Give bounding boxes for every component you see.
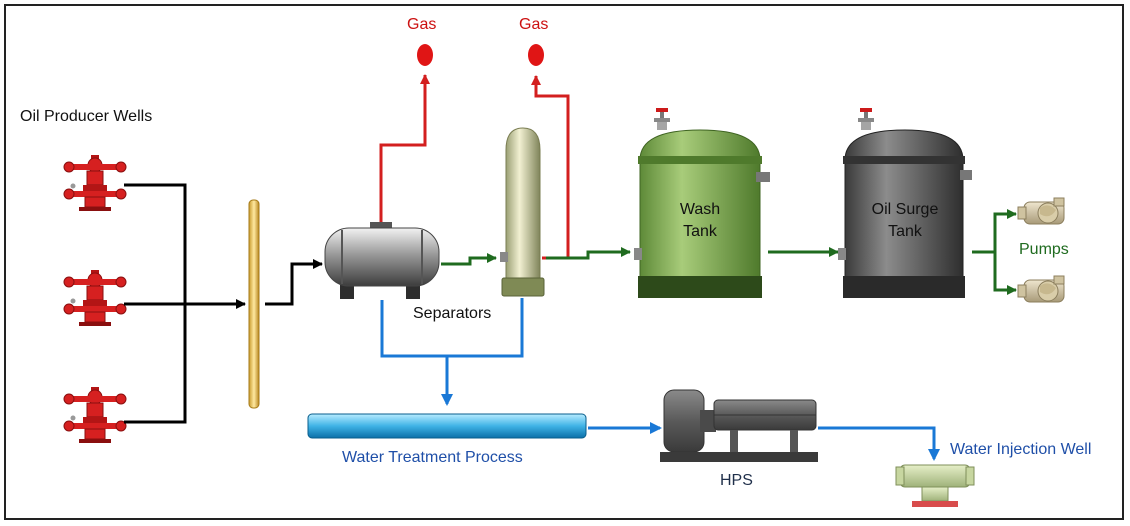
oil-producer-well-2 (63, 269, 127, 327)
hps-label: HPS (720, 472, 753, 489)
water-treatment-process-label: Water Treatment Process (342, 449, 523, 466)
oil-surge-tank-label-line1: Oil Surge (871, 201, 939, 218)
pump-icon (1017, 197, 1065, 225)
wash-tank-icon (634, 108, 770, 298)
pumps-label: Pumps (1019, 241, 1069, 258)
oil-line-separator-to-vertical (441, 253, 497, 266)
hps-pump-icon (660, 389, 818, 462)
gas-flare-icon (528, 44, 544, 66)
water-lines (380, 298, 940, 461)
oil-producer-well-3 (63, 386, 127, 444)
injection-wellhead-icon (895, 464, 975, 507)
oil-line-to-wash-tank (546, 247, 631, 260)
manifold-to-separator-line (265, 259, 323, 306)
gas-flare-icon (417, 44, 433, 66)
wellhead-icon (63, 154, 127, 212)
separators-label: Separators (413, 305, 492, 322)
pump-icon (1017, 275, 1065, 303)
valve-icon (858, 108, 874, 130)
wash-tank-label-line1: Wash (679, 201, 721, 218)
oil-producer-wells-label: Oil Producer Wells (20, 108, 153, 125)
hps-to-injection-line (818, 426, 940, 461)
gas-line-1 (379, 74, 430, 222)
oil-lines-to-pumps (972, 209, 1017, 295)
manifold-icon (248, 199, 260, 409)
water-injection-well-label: Water Injection Well (950, 441, 1092, 458)
wellhead-icon (63, 269, 127, 327)
vertical-separator-icon (500, 127, 545, 297)
water-collector-line (380, 298, 524, 358)
gas-label-2: Gas (519, 16, 549, 33)
oil-surge-tank-icon (838, 108, 972, 298)
diagram-frame (4, 4, 1124, 520)
feed-lines (124, 183, 246, 424)
water-treatment-pipe-icon (307, 413, 587, 439)
oil-surge-tank-label-line2: Tank (888, 223, 922, 240)
valve-icon (654, 108, 670, 130)
wellhead-icon (63, 386, 127, 444)
oil-producer-well-1 (63, 154, 127, 212)
wash-tank-label-line2: Tank (683, 223, 717, 240)
gas-label-1: Gas (407, 16, 437, 33)
separator-icon (324, 222, 440, 299)
gas-line-2 (531, 75, 570, 260)
